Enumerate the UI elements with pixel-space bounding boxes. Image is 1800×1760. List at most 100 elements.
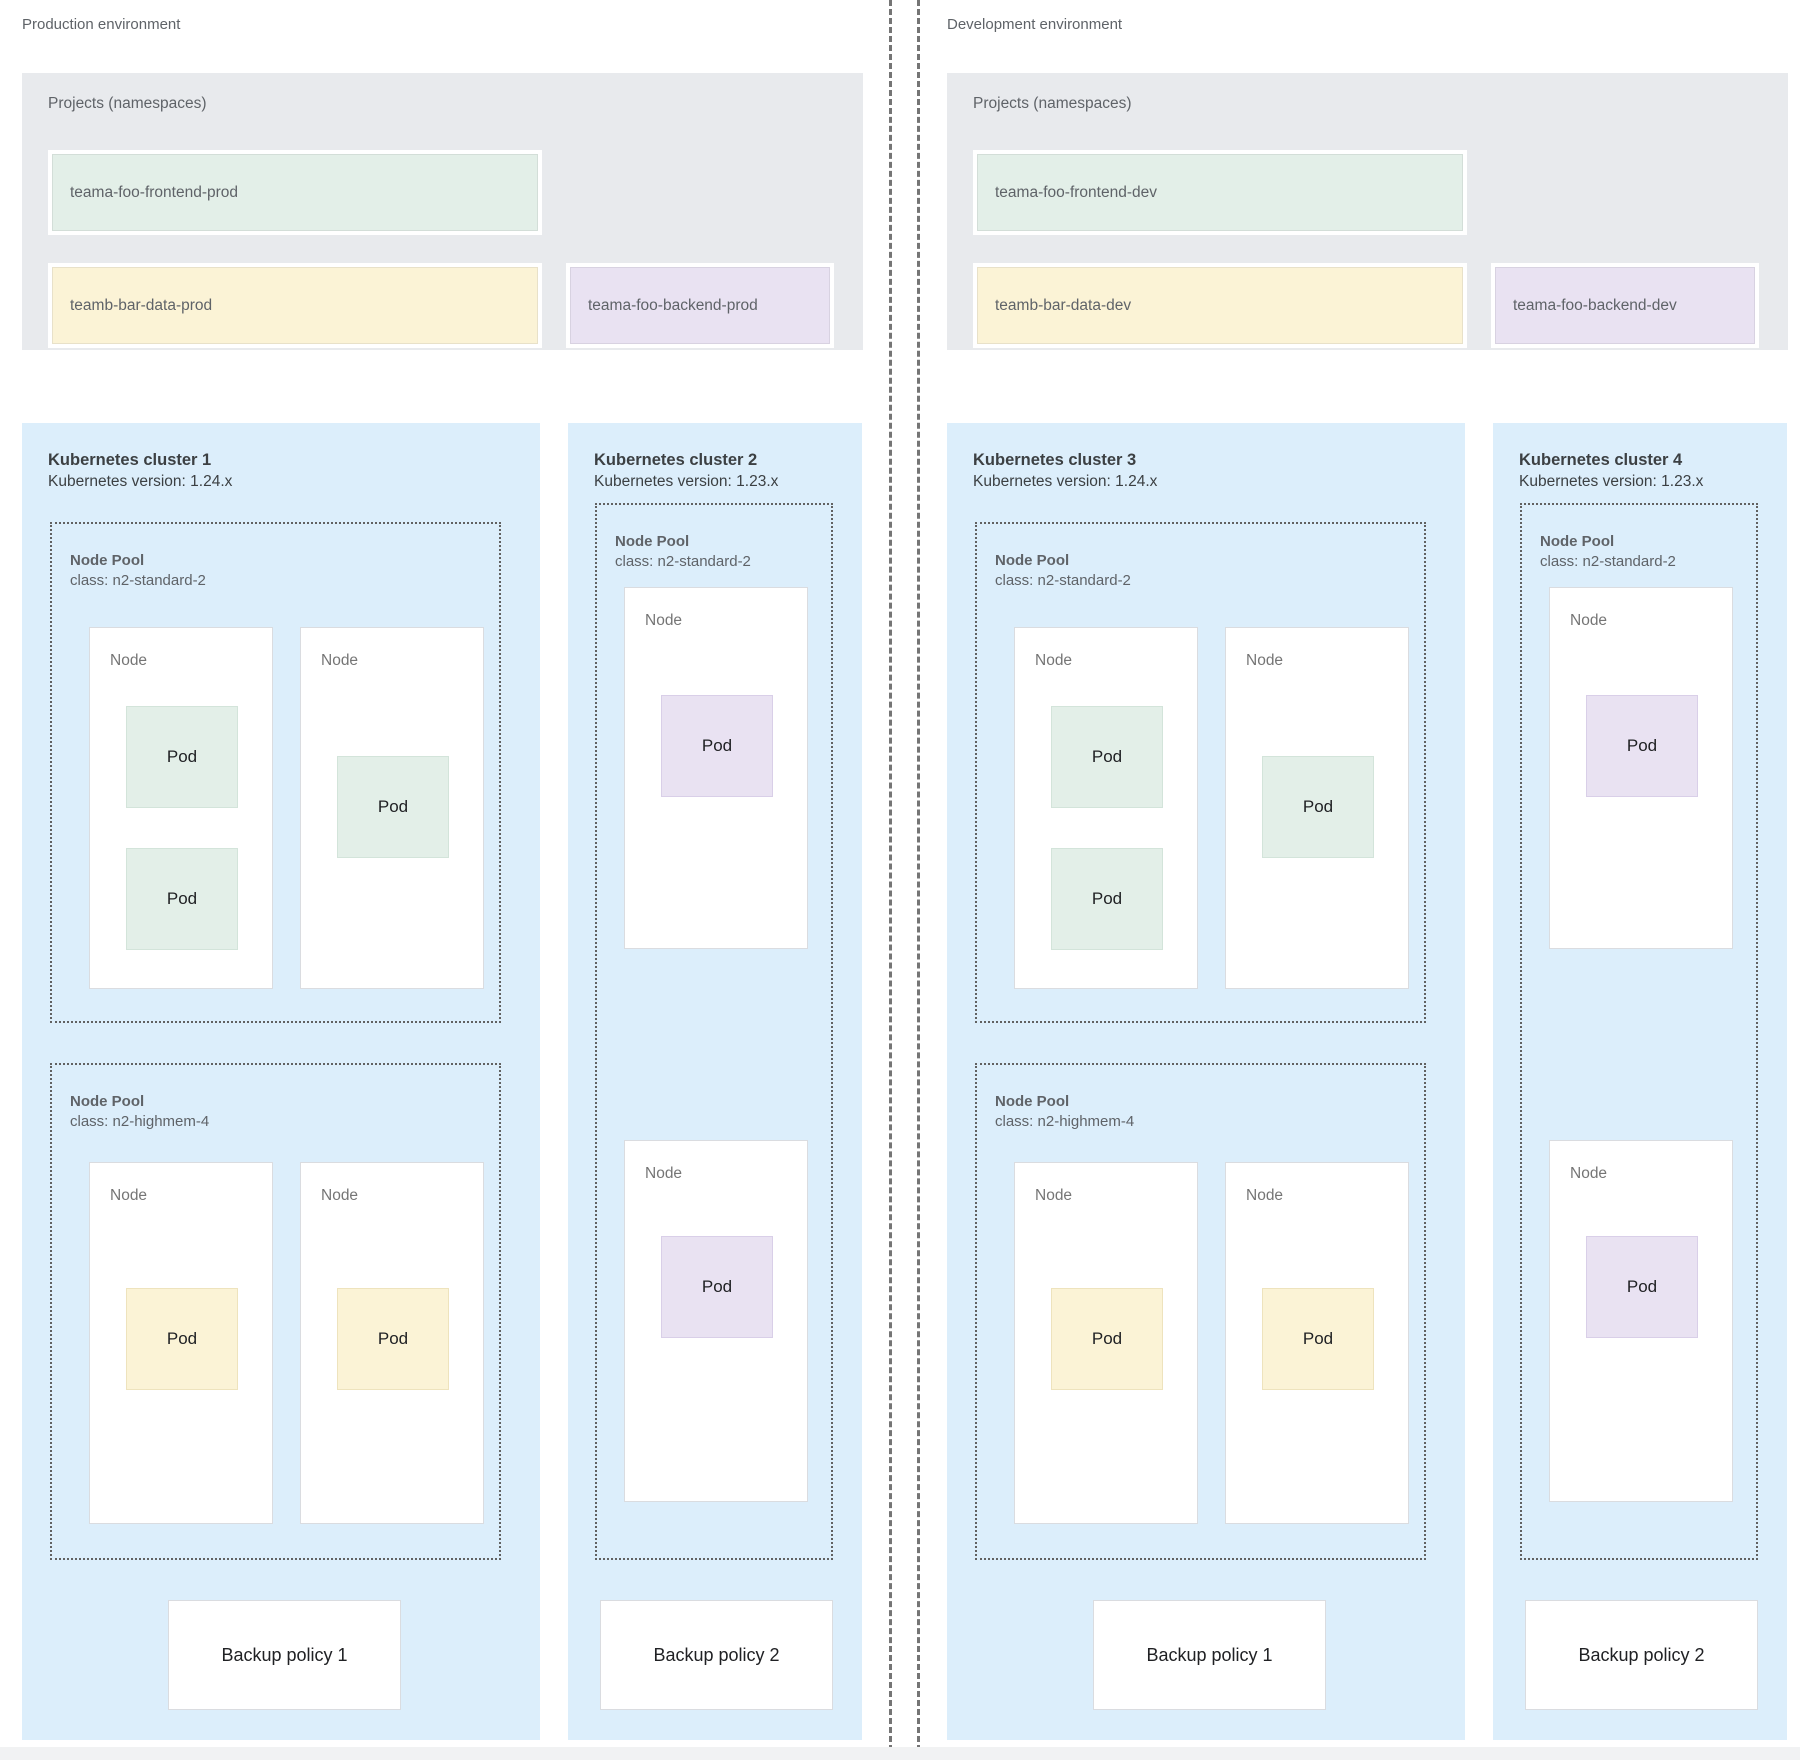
- pod: Pod: [1051, 1288, 1163, 1390]
- pod-label: Pod: [701, 736, 733, 755]
- pod: Pod: [1586, 695, 1698, 797]
- pod: Pod: [126, 706, 238, 808]
- node-pool: Node Pool class: n2-standard-2 Node Pod …: [1520, 503, 1758, 1560]
- pod: Pod: [1262, 756, 1374, 858]
- node-label: Node: [645, 1165, 683, 1182]
- namespace-label: teama-foo-backend-prod: [588, 296, 758, 314]
- kubernetes-cluster-4: Kubernetes cluster 4 Kubernetes version:…: [1493, 423, 1787, 1740]
- pod: Pod: [126, 848, 238, 950]
- bottom-edge-strip: [0, 1747, 1800, 1760]
- cluster-version: Kubernetes version: 1.23.x: [1519, 473, 1704, 490]
- pod-label: Pod: [377, 1329, 409, 1348]
- projects-title: Projects (namespaces): [973, 95, 1132, 112]
- node-pool-class: class: n2-standard-2: [1540, 553, 1676, 570]
- node-pool-class: class: n2-highmem-4: [70, 1113, 210, 1130]
- cluster-title: Kubernetes cluster 1: [48, 451, 212, 469]
- backup-policy-label: Backup policy 2: [653, 1644, 780, 1665]
- node: Node Pod: [624, 1140, 808, 1502]
- node-label: Node: [110, 652, 148, 669]
- pod-label: Pod: [166, 747, 198, 766]
- node-label: Node: [1246, 1187, 1284, 1204]
- pod-label: Pod: [1091, 889, 1123, 908]
- pod-label: Pod: [1626, 1277, 1658, 1296]
- node: Node Pod: [300, 627, 484, 989]
- node-pool-title: Node Pool: [70, 1093, 145, 1110]
- node-pool-class: class: n2-standard-2: [995, 572, 1131, 589]
- node-pool-class: class: n2-standard-2: [70, 572, 206, 589]
- projects-title: Projects (namespaces): [48, 95, 207, 112]
- pod-label: Pod: [1091, 747, 1123, 766]
- node-label: Node: [1246, 652, 1284, 669]
- pod-label: Pod: [166, 1329, 198, 1348]
- node-pool-title: Node Pool: [1540, 533, 1615, 550]
- pod-label: Pod: [1626, 736, 1658, 755]
- node-pool: Node Pool class: n2-highmem-4 Node Pod N…: [975, 1063, 1426, 1560]
- node-pool-title: Node Pool: [70, 552, 145, 569]
- kubernetes-cluster-2: Kubernetes cluster 2 Kubernetes version:…: [568, 423, 862, 1740]
- node-pool-title: Node Pool: [995, 1093, 1070, 1110]
- environment-divider-line: [889, 0, 892, 1760]
- node-label: Node: [321, 652, 359, 669]
- node-label: Node: [321, 1187, 359, 1204]
- node-label: Node: [1035, 652, 1073, 669]
- backup-policy: Backup policy 2: [600, 1600, 833, 1710]
- namespace-label: teama-foo-frontend-prod: [70, 183, 239, 201]
- cluster-title: Kubernetes cluster 3: [973, 451, 1137, 469]
- pod: Pod: [661, 1236, 773, 1338]
- cluster-title: Kubernetes cluster 2: [594, 451, 758, 469]
- node: Node Pod: [1225, 627, 1409, 989]
- node-pool: Node Pool class: n2-standard-2 Node Pod …: [975, 522, 1426, 1023]
- node: Node Pod: [1014, 1162, 1198, 1524]
- backup-policy-label: Backup policy 2: [1578, 1644, 1705, 1665]
- node-pool-title: Node Pool: [995, 552, 1070, 569]
- node: Node Pod: [300, 1162, 484, 1524]
- backup-policy: Backup policy 1: [168, 1600, 401, 1710]
- node-label: Node: [1570, 1165, 1608, 1182]
- environment-label-production: Production environment: [22, 16, 181, 33]
- pod-label: Pod: [1302, 1329, 1334, 1348]
- namespace-box: teama-foo-backend-dev: [1491, 263, 1759, 348]
- pod: Pod: [1586, 1236, 1698, 1338]
- namespace-label: teama-foo-backend-dev: [1513, 296, 1677, 314]
- projects-container: Projects (namespaces) teama-foo-frontend…: [947, 73, 1788, 350]
- pod: Pod: [1051, 706, 1163, 808]
- pod: Pod: [1262, 1288, 1374, 1390]
- cluster-title: Kubernetes cluster 4: [1519, 451, 1683, 469]
- namespace-box: teamb-bar-data-prod: [48, 263, 542, 348]
- node: Node Pod: [1225, 1162, 1409, 1524]
- backup-policy: Backup policy 2: [1525, 1600, 1758, 1710]
- node: Node Pod Pod: [1014, 627, 1198, 989]
- namespace-box: teama-foo-backend-prod: [566, 263, 834, 348]
- cluster-version: Kubernetes version: 1.23.x: [594, 473, 779, 490]
- projects-container: Projects (namespaces) teama-foo-frontend…: [22, 73, 863, 350]
- node: Node Pod: [624, 587, 808, 949]
- namespace-box: teama-foo-frontend-prod: [48, 150, 542, 235]
- node: Node Pod: [1549, 587, 1733, 949]
- node-pool-class: class: n2-standard-2: [615, 553, 751, 570]
- pod: Pod: [337, 1288, 449, 1390]
- node-label: Node: [1570, 612, 1608, 629]
- pod-label: Pod: [166, 889, 198, 908]
- node-pool-title: Node Pool: [615, 533, 690, 550]
- pod-label: Pod: [377, 797, 409, 816]
- cluster-version: Kubernetes version: 1.24.x: [973, 473, 1158, 490]
- node-pool: Node Pool class: n2-standard-2 Node Pod …: [595, 503, 833, 1560]
- node-label: Node: [110, 1187, 148, 1204]
- pod: Pod: [661, 695, 773, 797]
- pod: Pod: [126, 1288, 238, 1390]
- kubernetes-cluster-3: Kubernetes cluster 3 Kubernetes version:…: [947, 423, 1465, 1740]
- namespace-label: teamb-bar-data-dev: [995, 296, 1132, 314]
- backup-policy: Backup policy 1: [1093, 1600, 1326, 1710]
- pod-label: Pod: [701, 1277, 733, 1296]
- node-pool-class: class: n2-highmem-4: [995, 1113, 1135, 1130]
- pod-label: Pod: [1091, 1329, 1123, 1348]
- namespace-box: teamb-bar-data-dev: [973, 263, 1467, 348]
- environment-divider-line: [917, 0, 920, 1760]
- node-pool: Node Pool class: n2-standard-2 Node Pod …: [50, 522, 501, 1023]
- backup-policy-label: Backup policy 1: [221, 1644, 348, 1665]
- pod: Pod: [337, 756, 449, 858]
- environment-label-development: Development environment: [947, 16, 1123, 33]
- node: Node Pod: [89, 1162, 273, 1524]
- node: Node Pod: [1549, 1140, 1733, 1502]
